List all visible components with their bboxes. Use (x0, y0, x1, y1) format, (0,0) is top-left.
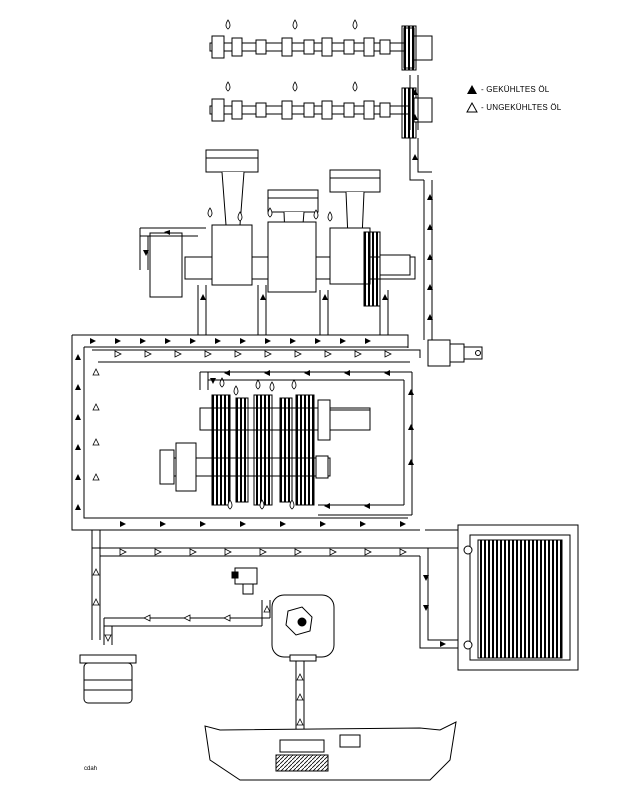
oil-pressure-switch (231, 567, 258, 595)
flow-arrows-uncooled (92, 350, 407, 726)
legend-uncooled-label: - UNGEKÜHLTES ÖL (481, 102, 562, 112)
upper-camshaft (209, 25, 433, 71)
legend-cooled-label: - GEKÜHLTES ÖL (481, 84, 550, 94)
legend: - GEKÜHLTES ÖL - UNGEKÜHLTES ÖL (466, 80, 616, 116)
oil-lines (71, 75, 462, 735)
flow-arrows-cooled (75, 89, 446, 647)
lower-camshaft (209, 87, 433, 139)
legend-uncooled-oil: - UNGEKÜHLTES ÖL (466, 98, 616, 116)
crankshaft (149, 221, 416, 307)
oil-cooler (457, 524, 579, 671)
pressure-valve (427, 339, 483, 367)
oil-sump (204, 721, 457, 781)
oil-filter (79, 654, 137, 704)
figure-code: cdah (84, 766, 98, 772)
oil-drops-camshaft (225, 19, 358, 92)
filled-triangle-icon (467, 85, 477, 94)
legend-cooled-oil: - GEKÜHLTES ÖL (466, 80, 616, 98)
pistons (205, 149, 381, 261)
hollow-triangle-icon (466, 101, 478, 113)
oil-drops-crank (207, 207, 333, 222)
gearbox (159, 394, 371, 506)
oil-pump (271, 594, 335, 662)
